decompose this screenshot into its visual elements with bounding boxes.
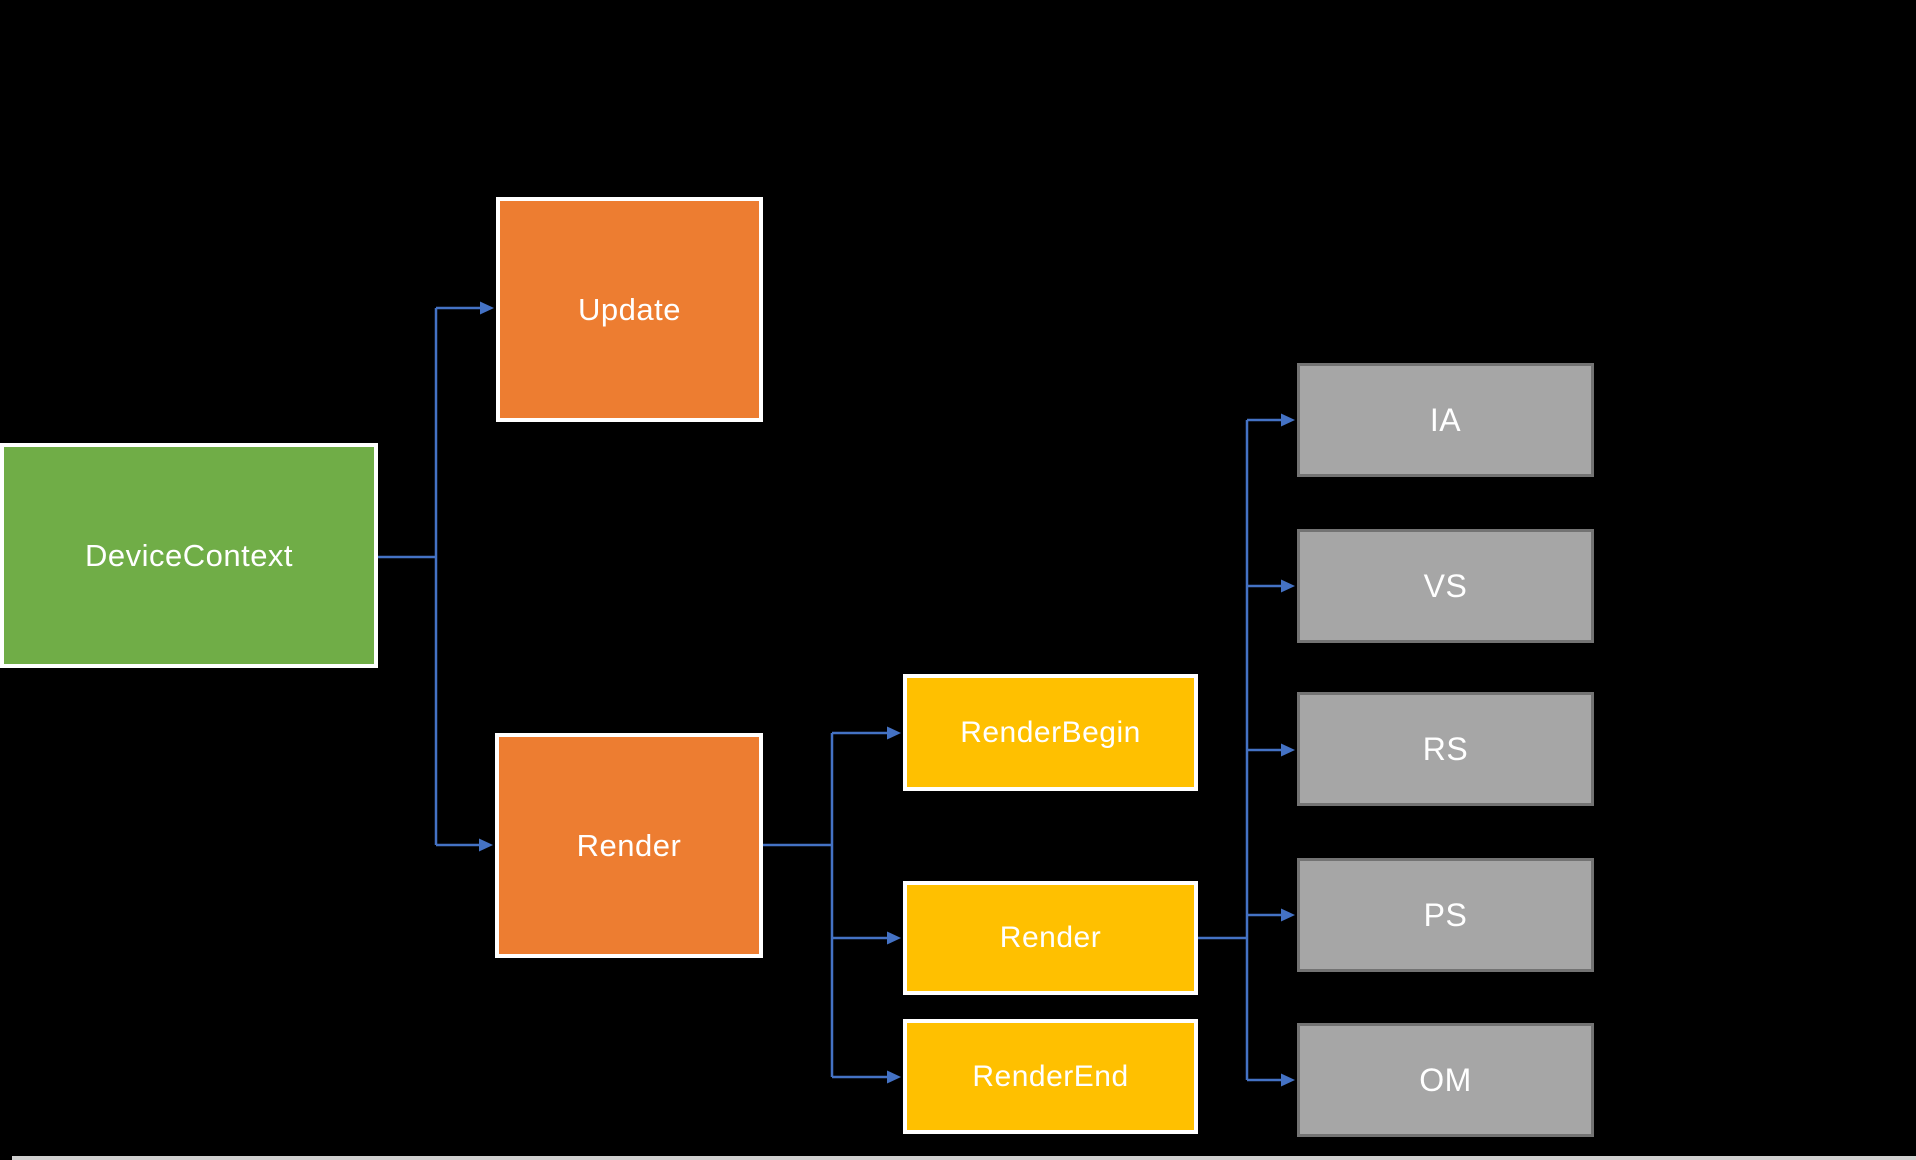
node-vs: VS (1297, 529, 1594, 643)
node-render-end-label: RenderEnd (972, 1059, 1129, 1093)
node-ia: IA (1297, 363, 1594, 477)
node-render-begin-label: RenderBegin (960, 715, 1141, 749)
node-render-call: Render (903, 881, 1198, 995)
node-vs-label: VS (1423, 567, 1468, 604)
bottom-edge-strip (12, 1156, 1916, 1160)
node-ia-label: IA (1429, 401, 1462, 438)
connector-rendercall-trunk (1198, 420, 1249, 1080)
node-ps-label: PS (1423, 896, 1468, 933)
node-render-call-label: Render (999, 921, 1102, 954)
node-rs: RS (1297, 692, 1594, 806)
node-render-label: Render (576, 827, 682, 863)
node-rs-label: RS (1422, 730, 1469, 767)
node-device-context-label: DeviceContext (84, 537, 294, 573)
node-render: Render (495, 733, 763, 958)
connector-devicecontext-trunk (378, 308, 438, 845)
connector-render-trunk (763, 733, 834, 1077)
node-update: Update (496, 197, 763, 422)
node-om: OM (1297, 1023, 1594, 1137)
node-device-context: DeviceContext (0, 443, 378, 668)
node-update-label: Update (578, 291, 681, 327)
node-render-begin: RenderBegin (903, 674, 1198, 791)
node-render-end: RenderEnd (903, 1019, 1198, 1134)
node-ps: PS (1297, 858, 1594, 972)
node-om-label: OM (1419, 1061, 1472, 1098)
